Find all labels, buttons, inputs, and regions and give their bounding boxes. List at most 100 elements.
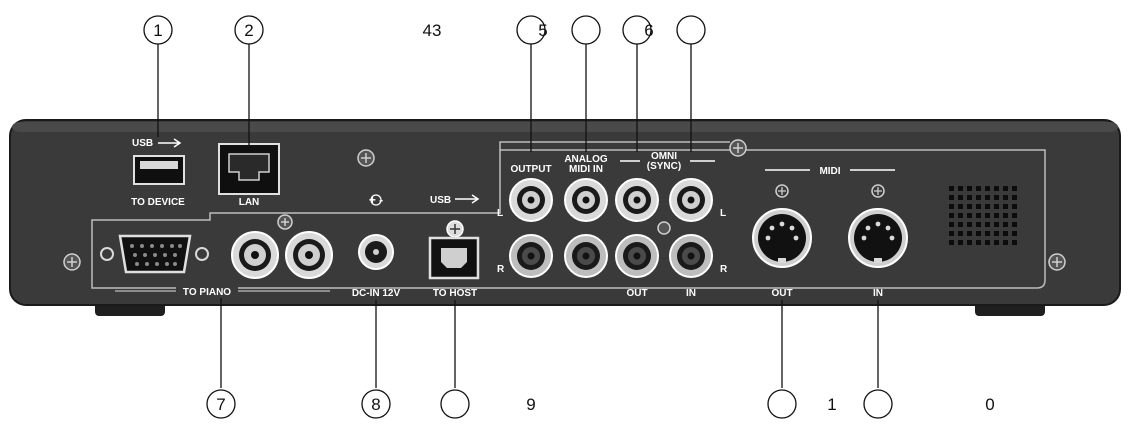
- usb-host-label: USB: [430, 195, 451, 206]
- vent-hole: [994, 213, 999, 218]
- vent-hole: [994, 186, 999, 191]
- midi-label: MIDI: [819, 166, 840, 177]
- vent-hole: [967, 240, 972, 245]
- dc-in-jack[interactable]: [358, 234, 394, 270]
- vent-hole: [967, 222, 972, 227]
- piano-rca-jack-right[interactable]: [285, 231, 333, 279]
- vent-hole: [1003, 231, 1008, 236]
- usb-a-tongue: [140, 161, 178, 169]
- omni-in-label: IN: [686, 288, 696, 299]
- vent-hole: [958, 222, 963, 227]
- vent-grille: [949, 186, 1017, 245]
- screw-rca-center: [657, 221, 671, 235]
- vent-hole: [949, 186, 954, 191]
- omni-in-l-jack[interactable]: [669, 178, 713, 222]
- piano-rca-jack-left[interactable]: [231, 231, 279, 279]
- omni-r-label: R: [720, 264, 728, 275]
- callout-5-circle: [516, 15, 546, 45]
- vent-hole: [958, 195, 963, 200]
- vent-hole: [976, 222, 981, 227]
- omni-label: OMNI: [651, 151, 677, 162]
- vent-hole: [967, 204, 972, 209]
- vga-screw-right: [195, 247, 209, 261]
- vent-hole: [985, 231, 990, 236]
- analog-midi-in-label: MIDI IN: [569, 164, 603, 175]
- vent-hole: [994, 204, 999, 209]
- vent-hole: [967, 231, 972, 236]
- vent-hole: [949, 231, 954, 236]
- dc-polarity-icon: [370, 194, 382, 206]
- output-l-jack[interactable]: [509, 178, 553, 222]
- callout-leader-lines: [157, 44, 879, 388]
- usb-b-tongue: [441, 248, 467, 268]
- callout-blank-circle-e: [863, 389, 893, 419]
- output-label: OUTPUT: [510, 164, 551, 175]
- callout-blank-circle-b: [676, 15, 706, 45]
- lan-label: LAN: [239, 197, 260, 208]
- usb-device-label: USB: [132, 138, 153, 149]
- vent-hole: [1012, 240, 1017, 245]
- usb-a-port-to-device[interactable]: [133, 155, 185, 185]
- to-host-label: TO HOST: [433, 288, 477, 299]
- vent-hole: [1003, 213, 1008, 218]
- vga-pins: [130, 244, 182, 266]
- callout-7-circle: [206, 389, 236, 419]
- vent-hole: [958, 240, 963, 245]
- usb-host-symbol-icon: [455, 194, 480, 204]
- vent-hole: [976, 186, 981, 191]
- floating-number-43: 43: [423, 21, 442, 40]
- top-edge: [12, 122, 1118, 132]
- vent-hole: [994, 240, 999, 245]
- midi-out-label: OUT: [771, 288, 792, 299]
- omni-out-l-jack[interactable]: [615, 178, 659, 222]
- callout-blank-circle-c: [440, 389, 470, 419]
- dc-in-label: DC-IN 12V: [352, 288, 401, 299]
- vent-hole: [994, 195, 999, 200]
- callout-2-circle: [234, 15, 264, 45]
- output-r-label: R: [497, 264, 505, 275]
- omni-in-r-jack[interactable]: [669, 234, 713, 278]
- vent-hole: [985, 186, 990, 191]
- vent-hole: [958, 213, 963, 218]
- vent-hole: [985, 195, 990, 200]
- vent-hole: [1012, 195, 1017, 200]
- callout-8: 8: [371, 395, 380, 414]
- floating-number-1: 1: [827, 395, 836, 414]
- midi-out-port[interactable]: [752, 208, 812, 268]
- callout-5: 5: [538, 21, 547, 40]
- vent-hole: [949, 213, 954, 218]
- vent-hole: [976, 213, 981, 218]
- vent-hole: [1003, 195, 1008, 200]
- to-piano-label-bg: [176, 285, 238, 297]
- vent-hole: [1012, 204, 1017, 209]
- output-r-jack[interactable]: [509, 234, 553, 278]
- vent-hole: [985, 204, 990, 209]
- callout-1-circle: [143, 15, 173, 45]
- screw-top-middle: [357, 149, 375, 167]
- vent-hole: [985, 213, 990, 218]
- callout-blank-circle-a: [571, 15, 601, 45]
- screw-left: [63, 253, 81, 271]
- analog-midi-in-r-jack[interactable]: [564, 234, 608, 278]
- callout-8-circle: [361, 389, 391, 419]
- vent-hole: [967, 186, 972, 191]
- vent-hole: [949, 204, 954, 209]
- analog-midi-in-l-jack[interactable]: [564, 178, 608, 222]
- screw-right: [1048, 253, 1066, 271]
- omni-out-r-jack[interactable]: [615, 234, 659, 278]
- vent-hole: [976, 240, 981, 245]
- callout-6: 6: [644, 21, 653, 40]
- midi-in-port[interactable]: [848, 208, 908, 268]
- vent-hole: [1012, 213, 1017, 218]
- vent-hole: [994, 222, 999, 227]
- vent-hole: [1012, 186, 1017, 191]
- callout-7: 7: [216, 395, 225, 414]
- panel-outline-top: [499, 141, 730, 150]
- screw-usb-host: [446, 220, 464, 238]
- callout-circles: [143, 15, 893, 419]
- vent-hole: [967, 195, 972, 200]
- vent-hole: [949, 195, 954, 200]
- device-body: [9, 119, 1121, 306]
